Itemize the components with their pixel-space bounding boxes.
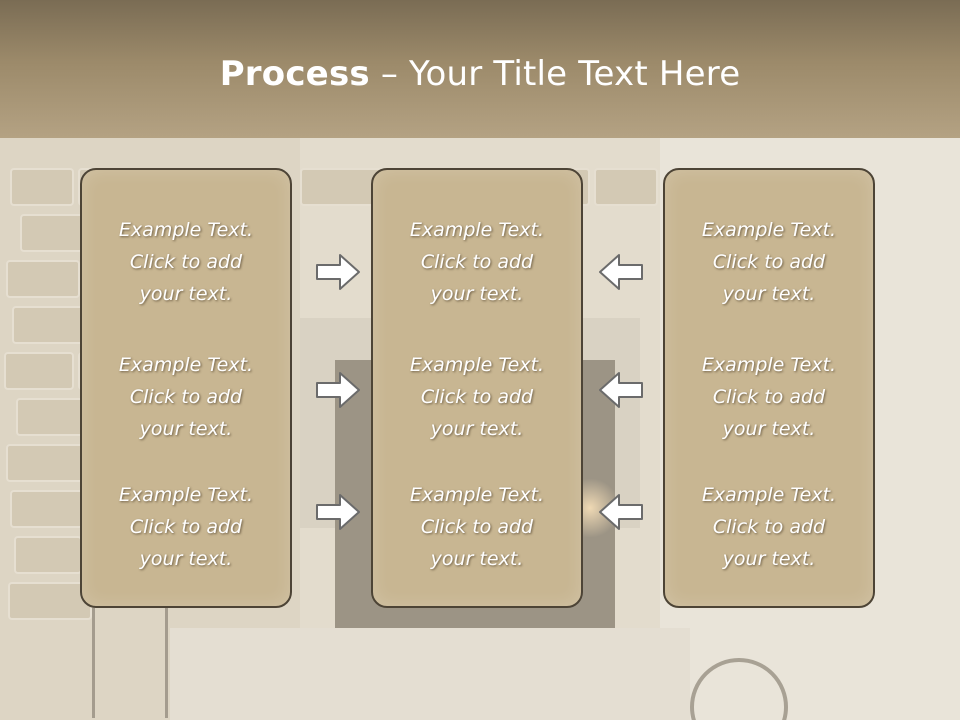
title-band: Process – Your Title Text Here — [0, 0, 960, 138]
hearth-ledge — [170, 628, 690, 720]
text-block[interactable]: Example Text. Click to add your text. — [701, 484, 837, 570]
text-block[interactable]: Example Text. Click to add your text. — [409, 484, 545, 570]
process-box-left[interactable]: Example Text. Click to add your text. Ex… — [80, 168, 292, 608]
arrow-left-icon — [599, 494, 643, 530]
text-block[interactable]: Example Text. Click to add your text. — [701, 219, 837, 305]
arrow-left-icon — [599, 254, 643, 290]
arrow-right-icon — [316, 372, 360, 408]
title-rest: – Your Title Text Here — [369, 54, 741, 94]
process-box-right[interactable]: Example Text. Click to add your text. Ex… — [663, 168, 875, 608]
process-box-center[interactable]: Example Text. Click to add your text. Ex… — [371, 168, 583, 608]
slide-title[interactable]: Process – Your Title Text Here — [0, 54, 960, 94]
fire-tools — [92, 608, 168, 718]
text-block[interactable]: Example Text. Click to add your text. — [701, 354, 837, 440]
title-bold: Process — [219, 54, 370, 94]
text-block[interactable]: Example Text. Click to add your text. — [409, 354, 545, 440]
text-block[interactable]: Example Text. Click to add your text. — [118, 354, 254, 440]
text-block[interactable]: Example Text. Click to add your text. — [409, 219, 545, 305]
text-block[interactable]: Example Text. Click to add your text. — [118, 484, 254, 570]
arrow-right-icon — [316, 494, 360, 530]
text-block[interactable]: Example Text. Click to add your text. — [118, 219, 254, 305]
arrow-right-icon — [316, 254, 360, 290]
arrow-left-icon — [599, 372, 643, 408]
